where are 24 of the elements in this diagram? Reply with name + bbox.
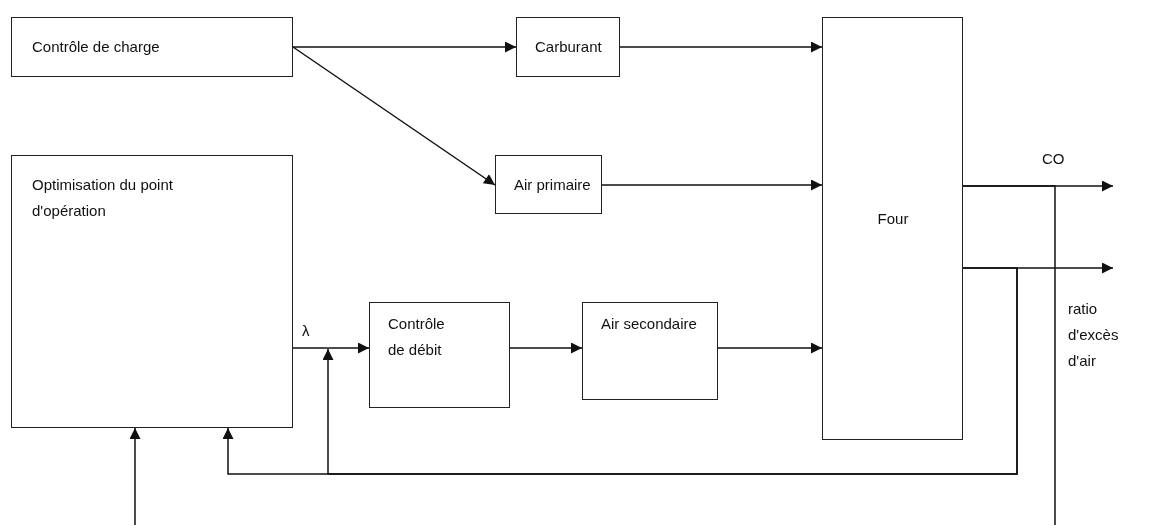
box-label: Air primaire [514,175,592,195]
arrow [509,342,583,354]
box-label: Contrôle de débit [388,314,446,360]
process-box [495,155,602,214]
process-box [516,17,620,77]
process-box [11,155,293,428]
box-label: Four [876,209,910,229]
arrow [601,179,823,191]
arrow [292,41,517,53]
process-box [822,17,963,440]
process-box [369,302,510,408]
arrow [717,342,823,354]
process-box [582,302,718,400]
arrow [619,41,823,53]
box-label: Carburant [535,37,603,57]
process-box [11,17,293,77]
arrow [292,46,496,186]
box-label: Air secondaire [601,314,698,334]
output-label: ratio d'excès d'air [1068,299,1120,371]
arrow [292,342,370,354]
box-label: Contrôle de charge [32,37,161,57]
line [962,185,1056,525]
box-label: Optimisation du point d'opération [32,175,174,221]
arrow [129,427,141,525]
